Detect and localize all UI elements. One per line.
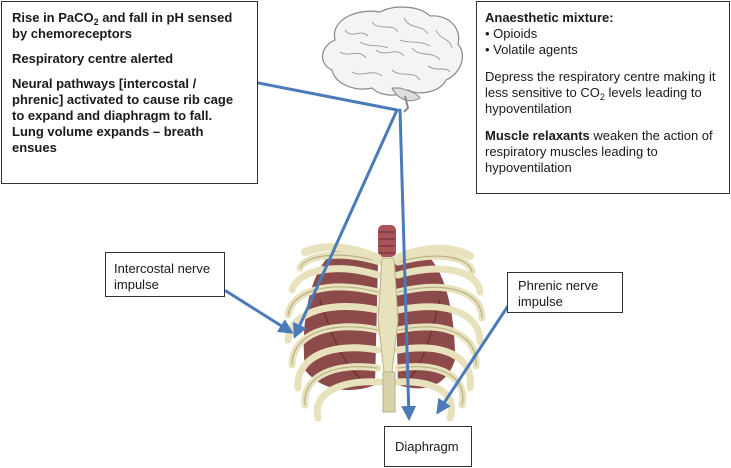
list-item: Opioids	[485, 26, 721, 42]
chemoreceptor-text: Rise in PaCO2 and fall in pH sensed by c…	[12, 10, 233, 41]
phrenic-label: Phrenic nerve impulse	[507, 272, 623, 313]
neural-pathways-text: Neural pathways [intercostal / phrenic] …	[12, 76, 234, 155]
physiology-text-box: Rise in PaCO2 and fall in pH sensed by c…	[1, 1, 258, 184]
anaesthetic-list: Opioids Volatile agents	[485, 26, 721, 58]
arrow-intercostal-label	[224, 289, 294, 334]
connector-arrows	[200, 70, 512, 421]
anaesthetic-heading: Anaesthetic mixture:	[485, 10, 614, 25]
list-item: Volatile agents	[485, 42, 721, 58]
arrow-brain-to-diaphragm	[398, 108, 417, 421]
respiratory-centre-text: Respiratory centre alerted	[12, 51, 174, 66]
muscle-relaxants-text: Muscle relaxants weaken the action of re…	[485, 128, 713, 175]
brain-illustration	[322, 6, 463, 113]
diaphragm-label: Diaphragm	[384, 426, 472, 467]
depress-centre-text: Depress the respiratory centre making it…	[485, 69, 716, 116]
intercostal-label: Intercostal nerve impulse	[105, 252, 225, 297]
arrow-brain-to-intercostal	[293, 108, 399, 339]
anaesthetic-effects-box: Anaesthetic mixture: Opioids Volatile ag…	[476, 1, 730, 194]
arrow-phrenic-label	[436, 301, 512, 415]
